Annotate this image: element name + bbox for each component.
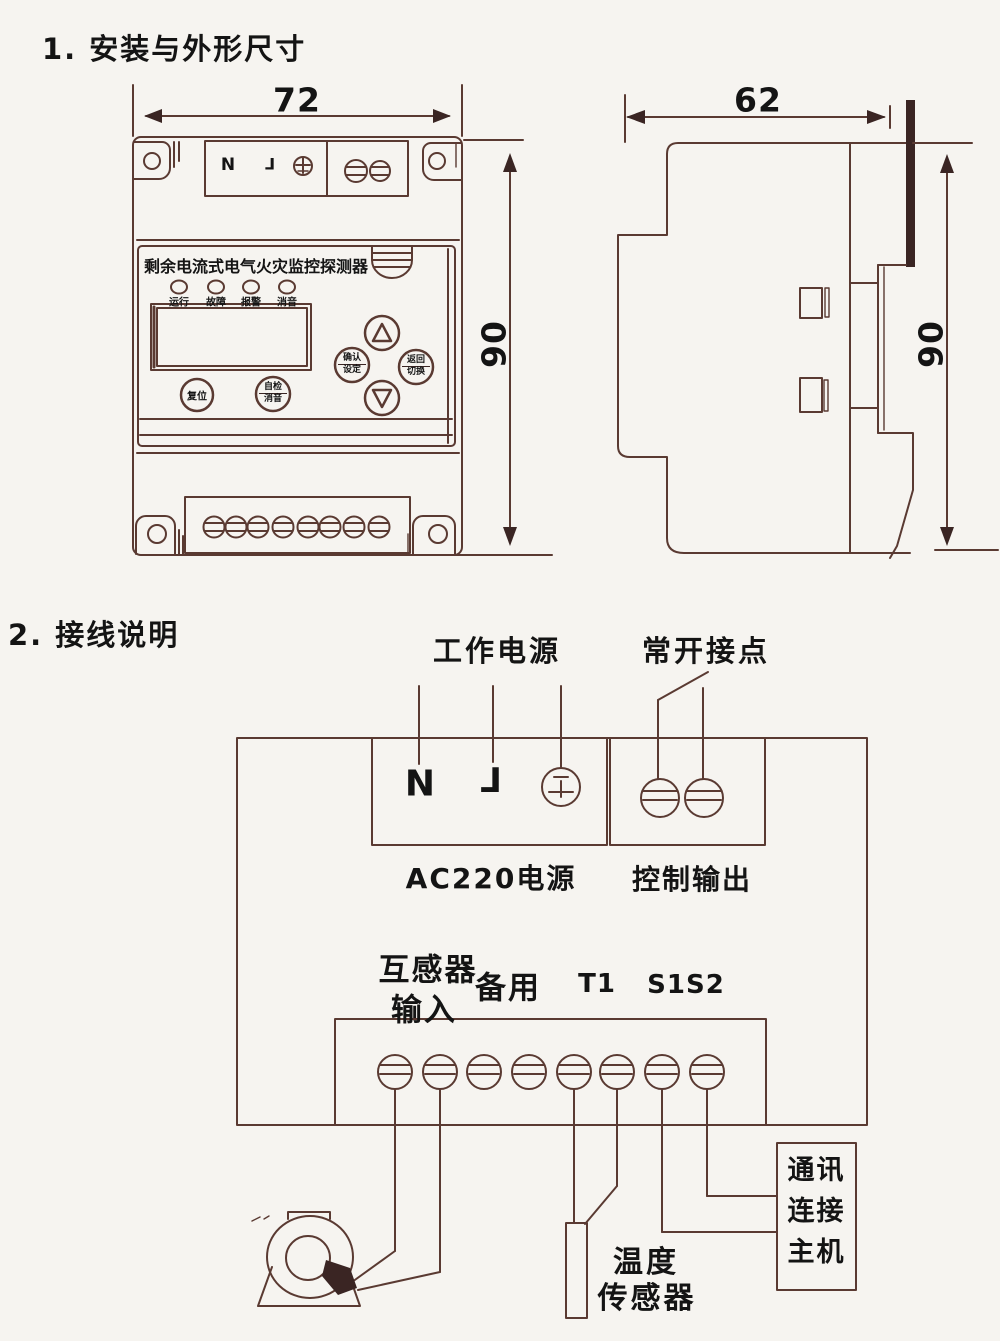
led-run-label: 运行 — [169, 297, 189, 309]
no-contact-switch-icon — [657, 671, 709, 780]
wiring-terminal-l-label: L — [480, 761, 502, 801]
reset-button-label: 复位 — [187, 391, 207, 403]
dim-62-value: 62 — [734, 80, 782, 120]
up-arrow-icon — [371, 322, 393, 343]
din-rail-clip — [877, 264, 914, 559]
section2-heading: 2. 接线说明 — [8, 618, 180, 652]
comm-host-label: 通讯 连接 主机 — [787, 1155, 846, 1268]
wiring-outer-box — [236, 737, 868, 1126]
control-output-terminals — [640, 778, 724, 818]
temp-sensor-label-line2: 传感器 — [597, 1281, 697, 1316]
front-top-terminal-blocks — [204, 140, 409, 197]
selfcheck-mute-button — [254, 375, 292, 413]
lower-terminal-box — [334, 1018, 767, 1126]
ct-input-label-line2: 输入 — [391, 992, 457, 1029]
current-transformer-icon — [251, 1211, 361, 1307]
buzzer-icon — [371, 246, 413, 279]
earth-terminal-icon — [541, 767, 581, 807]
front-panel — [137, 245, 456, 447]
ct-input-label-line1: 互感器 — [378, 952, 478, 989]
control-output-label: 控制输出 — [631, 863, 753, 896]
ct-wires — [351, 1088, 441, 1291]
mounting-ear-bottom-right — [407, 515, 456, 555]
dim-90-side — [912, 142, 999, 551]
din-rail-bar — [906, 100, 915, 267]
temp-sensor-wires — [573, 1088, 618, 1225]
working-power-label: 工作电源 — [432, 634, 562, 668]
comm-host-box — [776, 1142, 857, 1291]
mounting-ear-bottom-left — [135, 515, 184, 555]
led-fault-label: 故障 — [206, 297, 226, 309]
dim-62 — [624, 94, 891, 143]
dim-72 — [132, 84, 463, 137]
down-arrow-icon — [371, 388, 393, 409]
confirm-set-button-label: 确认 设定 — [338, 353, 366, 376]
front-terminal-n-label: N — [220, 155, 236, 175]
confirm-set-button — [333, 346, 371, 384]
control-terminal-box — [609, 737, 766, 846]
led-mute-label: 消音 — [277, 297, 297, 309]
wiring-terminal-n-label: N — [404, 763, 436, 805]
temp-sensor-label-line1: 温度 — [613, 1245, 679, 1280]
mounting-ear-top-left — [133, 141, 180, 180]
comm-wires — [661, 1088, 778, 1233]
dim-72-value: 72 — [273, 80, 321, 120]
selfcheck-mute-button-label: 自检 消音 — [259, 382, 287, 405]
lower-screw-terminals — [377, 1054, 725, 1090]
temp-sensor-icon — [565, 1222, 588, 1319]
down-button — [363, 379, 401, 417]
back-switch-button-label: 返回 切换 — [402, 355, 430, 378]
front-terminal-l-label: L — [264, 154, 276, 174]
t1-label: T1 — [578, 969, 616, 999]
dim-90-front-value: 90 — [474, 320, 514, 368]
led-indicator-icons — [170, 279, 296, 295]
dim-90-front — [414, 139, 553, 556]
ac220-label: AC220电源 — [405, 862, 577, 895]
screw-terminal-icon — [344, 159, 391, 183]
spare-label: 备用 — [475, 970, 541, 1007]
side-view-outline — [617, 142, 914, 554]
led-alarm-label: 报警 — [241, 297, 261, 309]
dim-90-side-value: 90 — [911, 320, 951, 368]
reset-button — [179, 377, 215, 413]
s1s2-label: S1S2 — [647, 970, 725, 1000]
power-wires — [418, 685, 562, 769]
up-button — [363, 314, 401, 352]
front-view-body — [132, 136, 463, 556]
mounting-ear-top-right — [422, 142, 462, 181]
earth-icon — [293, 156, 313, 176]
din-rail-slots — [799, 287, 830, 413]
section1-heading: 1. 安装与外形尺寸 — [42, 32, 307, 66]
front-bottom-terminal-block — [184, 496, 411, 554]
device-panel-title: 剩余电流式电气火灾监控探测器 — [144, 257, 369, 276]
no-contact-label: 常开接点 — [641, 634, 771, 668]
lcd-display — [150, 303, 312, 371]
power-terminal-box — [371, 737, 608, 846]
screw-terminal-row-icon — [202, 515, 391, 539]
back-switch-button — [397, 348, 435, 386]
